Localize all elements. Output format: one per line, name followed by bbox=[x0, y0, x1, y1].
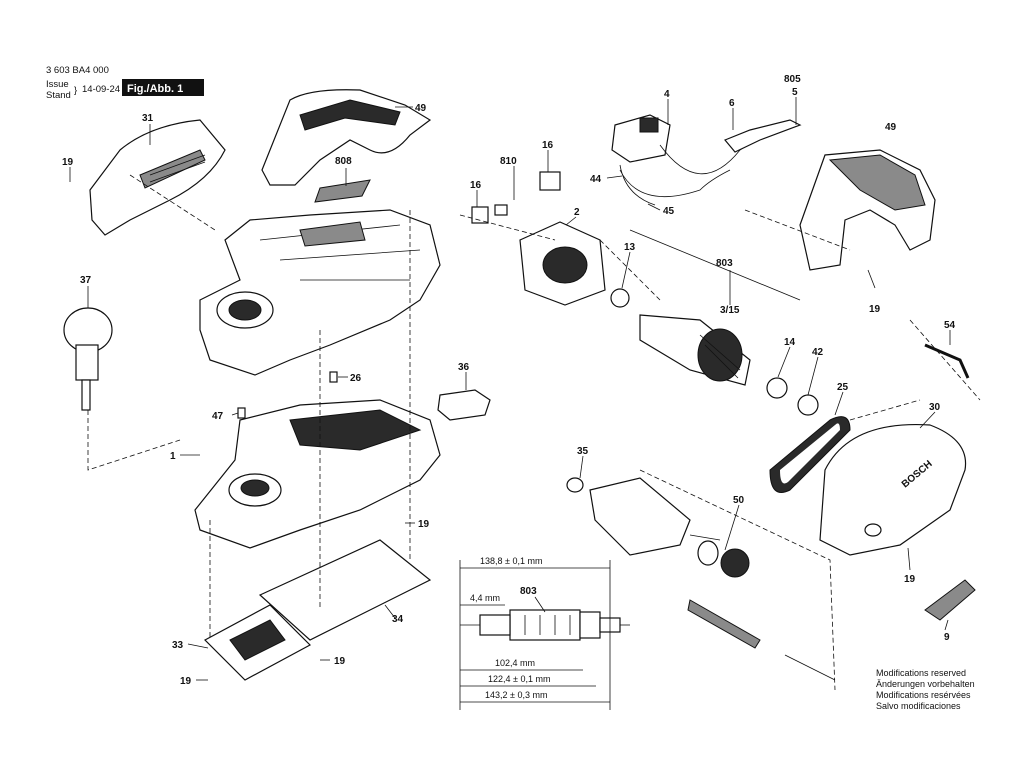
callout-35: 35 bbox=[577, 446, 589, 457]
callout-6: 6 bbox=[729, 98, 735, 109]
dim-102-4: 102,4 mm bbox=[495, 658, 535, 668]
planer-blade bbox=[687, 599, 761, 649]
part-16-capacitor-a bbox=[539, 171, 561, 191]
callout-19-lowerright: 19 bbox=[904, 574, 916, 585]
callout-9: 9 bbox=[944, 632, 950, 643]
callout-19-right: 19 bbox=[869, 304, 881, 315]
part-34-sole-plate bbox=[258, 539, 432, 641]
callout-45: 45 bbox=[663, 206, 675, 217]
armature-dimension-drawing: 138,8 ± 0,1 mm 4,4 mm 803 102,4 mm 122,4… bbox=[459, 556, 630, 710]
main-housing-lower bbox=[194, 399, 441, 549]
callout-37: 37 bbox=[80, 275, 92, 286]
callout-803-armature: 803 bbox=[520, 586, 537, 597]
callout-36: 36 bbox=[458, 362, 470, 373]
callout-47: 47 bbox=[212, 411, 224, 422]
part-49-top-handle bbox=[261, 89, 432, 186]
callout-5: 5 bbox=[792, 87, 798, 98]
part-42-pulley bbox=[797, 394, 819, 416]
part-33-blade-holder bbox=[204, 604, 311, 681]
callout-19-topleft: 19 bbox=[62, 157, 74, 168]
dim-143-2: 143,2 ± 0,3 mm bbox=[485, 690, 547, 700]
part-6-cable bbox=[659, 119, 802, 175]
callout-30: 30 bbox=[929, 402, 941, 413]
part-35-bearing bbox=[566, 477, 584, 493]
part-37-knob bbox=[63, 307, 113, 411]
fig-label: Fig./Abb. 1 bbox=[127, 83, 183, 95]
callout-numbers: 31 49 808 19 37 26 36 47 1 19 34 33 19 1… bbox=[62, 74, 956, 687]
part-47-pin bbox=[237, 407, 246, 419]
callout-16-top: 16 bbox=[542, 140, 554, 151]
callout-33: 33 bbox=[172, 640, 184, 651]
dim-122-4: 122,4 ± 0,1 mm bbox=[488, 674, 550, 684]
callout-2: 2 bbox=[574, 207, 580, 218]
part-54-allen-key bbox=[924, 343, 970, 379]
part-9-blade-guard bbox=[924, 579, 976, 621]
callout-16-left: 16 bbox=[470, 180, 482, 191]
header-block: 3 603 BA4 000 Issue Stand } 14-09-24 Fig… bbox=[46, 65, 204, 101]
part-315-armature bbox=[639, 314, 751, 386]
callout-50: 50 bbox=[733, 495, 745, 506]
callout-19-bottomleft: 19 bbox=[180, 676, 192, 687]
part-14-bearing bbox=[766, 377, 788, 399]
part-31-cover bbox=[89, 119, 226, 236]
part-810-block bbox=[494, 204, 508, 216]
note-es: Salvo modificaciones bbox=[876, 701, 961, 711]
dim-4-4: 4,4 mm bbox=[470, 593, 500, 603]
callout-34: 34 bbox=[392, 614, 404, 625]
callout-1: 1 bbox=[170, 451, 176, 462]
callout-54: 54 bbox=[944, 320, 956, 331]
dim-138-8: 138,8 ± 0,1 mm bbox=[480, 556, 542, 566]
brace-icon: } bbox=[74, 85, 77, 96]
part-30-belt-cover: BOSCH bbox=[819, 423, 967, 556]
callout-leaders bbox=[69, 97, 951, 681]
stand-label: Stand bbox=[46, 90, 71, 101]
modifications-notes: Modifications reserved Änderungen vorbeh… bbox=[876, 668, 975, 711]
part-49-rear-handle bbox=[799, 149, 936, 271]
part-25-belt bbox=[769, 416, 851, 493]
callout-14: 14 bbox=[784, 337, 796, 348]
part-36-lever bbox=[437, 389, 491, 421]
callout-810: 810 bbox=[500, 156, 517, 167]
part-808-label bbox=[314, 179, 371, 203]
doc-number: 3 603 BA4 000 bbox=[46, 65, 109, 76]
issue-label: Issue bbox=[46, 79, 69, 90]
callout-25: 25 bbox=[837, 382, 849, 393]
callout-42: 42 bbox=[812, 347, 824, 358]
blade-pin bbox=[784, 654, 836, 681]
callout-3-15: 3/15 bbox=[720, 305, 740, 316]
assembly-lines bbox=[87, 174, 981, 691]
part-50-bearing bbox=[697, 540, 719, 566]
part-44-wire bbox=[619, 164, 656, 206]
cutter-drum bbox=[589, 477, 721, 556]
fig-label-box bbox=[122, 79, 204, 96]
callout-49-top: 49 bbox=[415, 103, 427, 114]
callout-31: 31 bbox=[142, 113, 154, 124]
note-en: Modifications reserved bbox=[876, 668, 966, 678]
main-housing-upper bbox=[199, 209, 441, 376]
callout-13: 13 bbox=[624, 242, 636, 253]
callout-26: 26 bbox=[350, 373, 362, 384]
part-50-pulley bbox=[720, 548, 750, 578]
note-fr: Modifications resérvées bbox=[876, 690, 971, 700]
callout-49-right: 49 bbox=[885, 122, 897, 133]
part-4-switch bbox=[611, 114, 671, 163]
note-de: Änderungen vorbehalten bbox=[876, 679, 975, 689]
callout-805: 805 bbox=[784, 74, 801, 85]
part-13-washer bbox=[610, 288, 630, 308]
part-45-wire bbox=[619, 169, 731, 197]
callout-44: 44 bbox=[590, 174, 602, 185]
callout-19-mid: 19 bbox=[418, 519, 430, 530]
callout-803-top: 803 bbox=[716, 258, 733, 269]
issue-date: 14-09-24 bbox=[82, 84, 120, 95]
part-26-pin bbox=[329, 371, 338, 383]
part-2-field bbox=[519, 221, 606, 306]
callout-19-sole: 19 bbox=[334, 656, 346, 667]
callout-4: 4 bbox=[664, 89, 670, 100]
callout-808: 808 bbox=[335, 156, 352, 167]
